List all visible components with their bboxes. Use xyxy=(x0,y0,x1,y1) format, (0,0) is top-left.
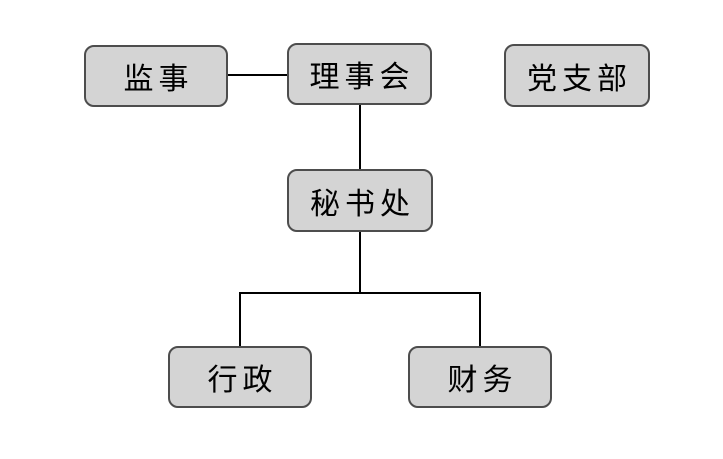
connector-branch-crossbar xyxy=(239,292,481,294)
connector-drop-administration xyxy=(239,292,241,346)
connector-supervisor-council xyxy=(228,74,287,76)
connector-drop-finance xyxy=(479,292,481,346)
node-party-branch: 党支部 xyxy=(504,44,650,107)
connector-secretariat-stem xyxy=(359,232,361,293)
node-supervisor: 监事 xyxy=(84,45,228,107)
node-secretariat: 秘书处 xyxy=(287,169,433,232)
node-administration: 行政 xyxy=(168,346,312,408)
node-council: 理事会 xyxy=(287,43,432,105)
node-finance: 财务 xyxy=(408,346,552,408)
connector-council-secretariat xyxy=(359,105,361,169)
